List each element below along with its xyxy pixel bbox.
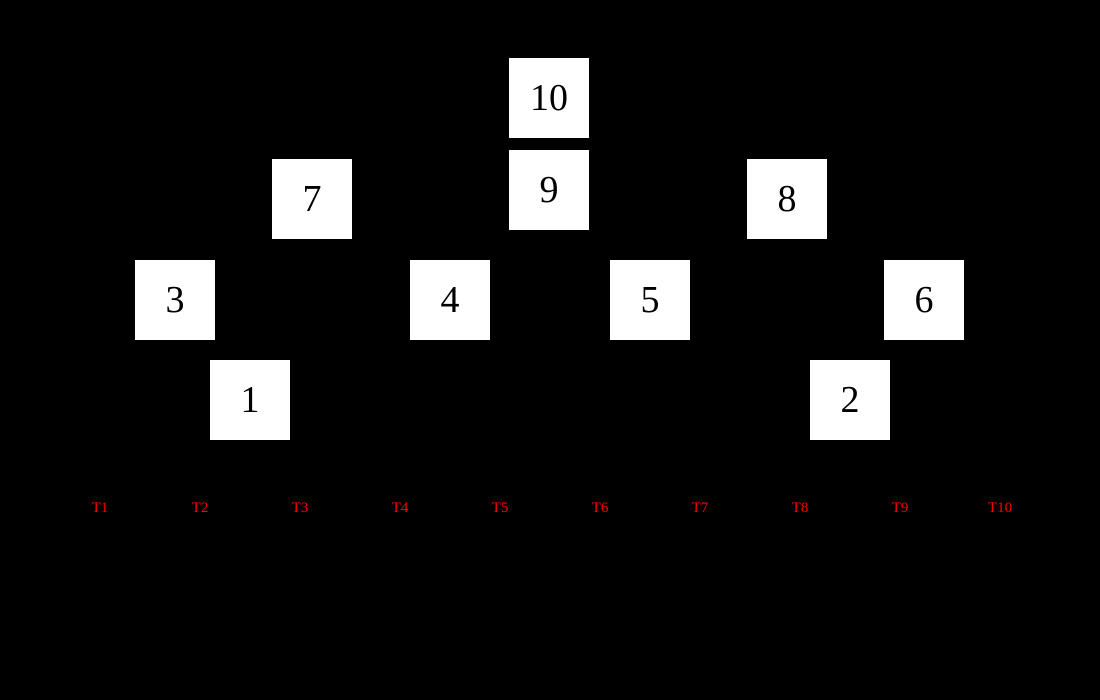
x-tick-label: T10 bbox=[987, 500, 1013, 516]
node-box[interactable]: 8 bbox=[747, 159, 827, 239]
node-box[interactable]: 1 bbox=[210, 360, 290, 440]
x-tick-label: T9 bbox=[891, 500, 909, 516]
node-box[interactable]: 5 bbox=[610, 260, 690, 340]
node-box[interactable]: 2 bbox=[810, 360, 890, 440]
x-tick-label: T8 bbox=[791, 500, 809, 516]
x-tick-label: T1 bbox=[91, 500, 109, 516]
x-tick-label: T7 bbox=[691, 500, 709, 516]
node-box[interactable]: 4 bbox=[410, 260, 490, 340]
x-tick-label: T3 bbox=[291, 500, 309, 516]
x-tick-label: T5 bbox=[491, 500, 509, 516]
x-tick-label: T2 bbox=[191, 500, 209, 516]
x-tick-label: T6 bbox=[591, 500, 609, 516]
node-box[interactable]: 6 bbox=[884, 260, 964, 340]
node-box[interactable]: 7 bbox=[272, 159, 352, 239]
node-box[interactable]: 10 bbox=[509, 58, 589, 138]
x-tick-label: T4 bbox=[391, 500, 409, 516]
node-box[interactable]: 3 bbox=[135, 260, 215, 340]
node-box[interactable]: 9 bbox=[509, 150, 589, 230]
